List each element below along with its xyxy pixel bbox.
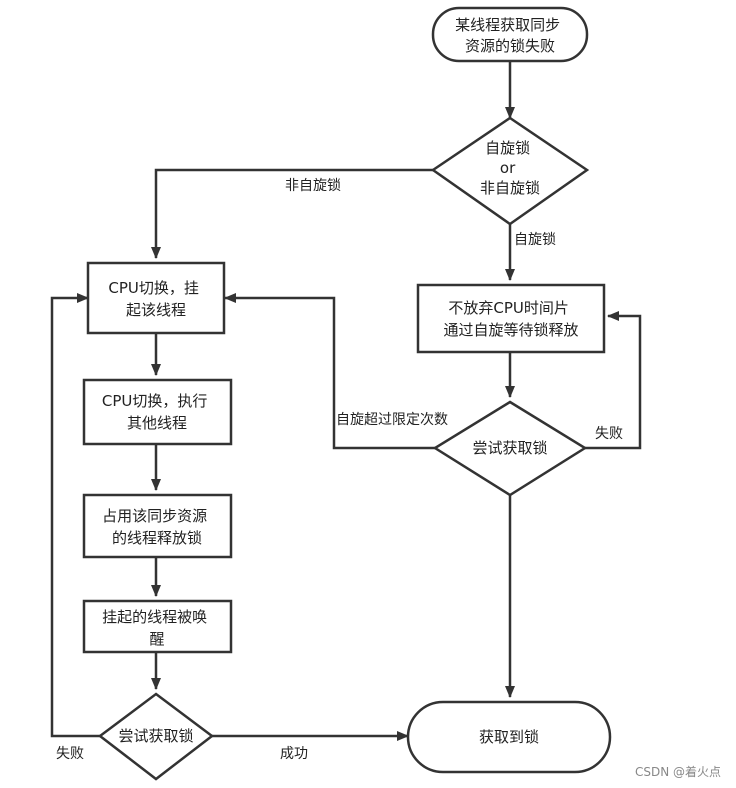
acquired-label: 获取到锁: [479, 728, 539, 746]
edge-label-fail-left: 失败: [56, 746, 84, 762]
wake-up-shape: [82, 599, 233, 654]
spin-wait-shape: [416, 283, 606, 354]
holder-release-label: 占用该同步资源 的线程释放锁: [102, 507, 212, 547]
cpu-switch-exec-shape: [82, 378, 233, 446]
acquired-shape: [406, 700, 612, 774]
start-node-label: 某线程获取同步 资源的锁失败: [455, 16, 565, 55]
edge-label-spin-exceeded: 自旋超过限定次数: [336, 412, 448, 428]
wake-up-label: 挂起的线程被唤 醒: [102, 608, 212, 648]
start-node-shape: [431, 6, 589, 63]
decision-spin-shape: [430, 116, 590, 226]
edge-spin-exceeded: [224, 293, 435, 450]
edge-non-spin: [151, 168, 433, 259]
try-lock-right-label: 尝试获取锁: [472, 439, 547, 457]
edge-label-success: 成功: [280, 746, 308, 762]
watermark: CSDN @着火点: [635, 764, 721, 779]
edge-label-non-spin: 非自旋锁: [285, 178, 341, 194]
cpu-switch-suspend-shape: [86, 261, 226, 335]
spin-wait-label: 不放弃CPU时间片 通过自旋等待锁释放: [443, 299, 578, 339]
cpu-switch-exec-label: CPU切换，执行 其他线程: [102, 392, 212, 432]
edge-fail-left: [50, 293, 100, 738]
try-lock-left-label: 尝试获取锁: [118, 727, 193, 745]
edge-label-fail-right: 失败: [595, 426, 623, 442]
decision-spin-label: 自旋锁 or 非自旋锁: [480, 139, 540, 197]
holder-release-shape: [82, 493, 233, 559]
edge-fail-right: [585, 311, 642, 450]
edge-label-spin: 自旋锁: [514, 232, 556, 248]
try-lock-left-shape: [97, 692, 215, 781]
cpu-switch-suspend-label: CPU切换，挂 起该线程: [108, 279, 203, 319]
try-lock-right-shape: [432, 400, 588, 497]
